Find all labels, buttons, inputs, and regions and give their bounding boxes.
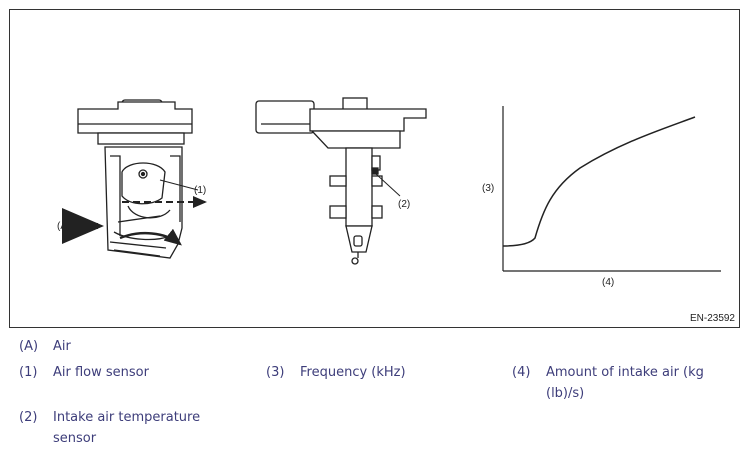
- figure-id-label: EN-23592: [689, 313, 735, 324]
- sensor-side-view: [77, 99, 193, 259]
- leader-line-2: [375, 173, 401, 197]
- legend-text: Intake air temperature sensor: [53, 410, 201, 446]
- legend-code: (3): [266, 365, 285, 380]
- callout-3: (3): [482, 183, 494, 194]
- diagram-frame: (A) (1) (2) (3) (4) EN-23592: [9, 9, 740, 328]
- legend-text: Air: [53, 339, 71, 354]
- callout-4: (4): [602, 277, 614, 288]
- legend-code: (1): [19, 365, 38, 380]
- frequency-graph: [502, 106, 721, 272]
- legend-code: (4): [512, 365, 531, 380]
- legend-code: (2): [19, 410, 38, 425]
- sensor-front-view: [255, 97, 427, 265]
- callout-1: (1): [194, 185, 206, 196]
- legend-text: Air flow sensor: [53, 365, 149, 380]
- callout-a: (A): [57, 221, 70, 232]
- graph-curve: [502, 116, 696, 247]
- legend-item-4: (4) Amount of intake air (kg (lb)/s): [512, 362, 744, 404]
- diagram-drawing: (A) (1) (2) (3) (4): [57, 97, 721, 288]
- leader-line-1: [159, 179, 199, 191]
- legend-text: Amount of intake air (kg (lb)/s): [546, 365, 704, 401]
- airflow-arrows: [62, 196, 207, 246]
- legend-item-2: (2) Intake air temperature sensor: [19, 407, 249, 449]
- legend-text: Frequency (kHz): [300, 365, 406, 380]
- callout-2: (2): [398, 199, 410, 210]
- legend-code: (A): [19, 339, 39, 354]
